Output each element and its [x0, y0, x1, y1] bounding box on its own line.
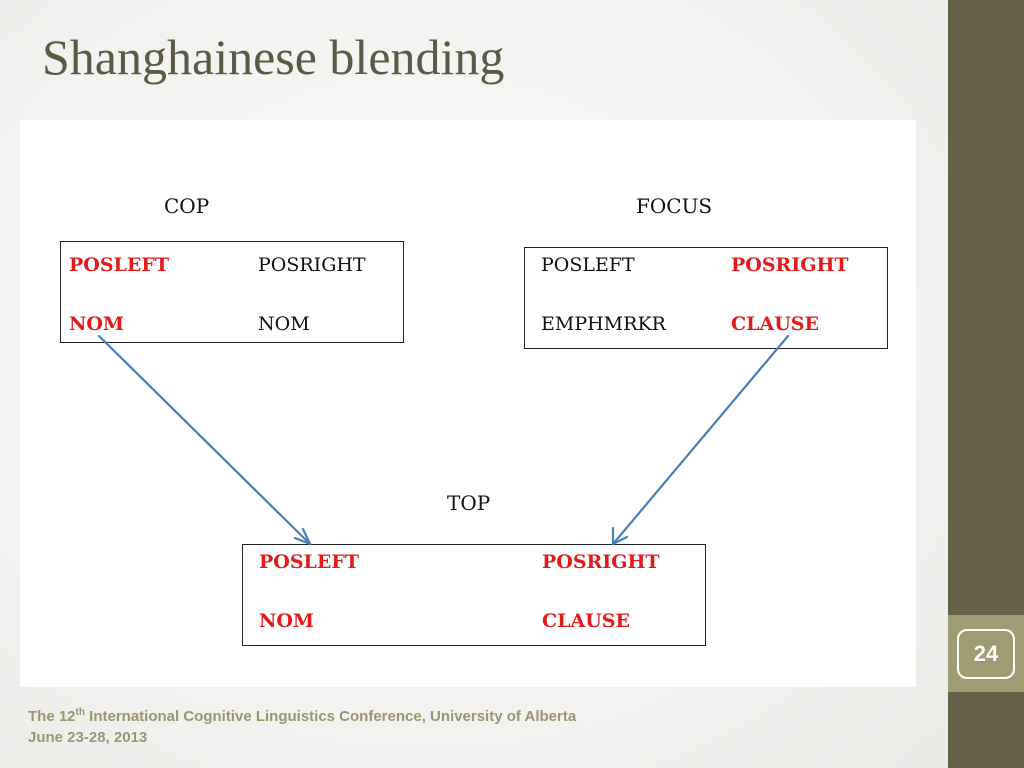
cop-cell-posleft: POSLEFT [69, 254, 170, 276]
cop-cell-posright: POSRIGHT [258, 254, 366, 276]
projection-arrows [97, 334, 790, 546]
top-cell-nom: NOM [259, 610, 314, 632]
blending-diagram: COP POSLEFT POSRIGHT NOM NOM FOCUS POSLE… [20, 120, 916, 687]
cop-cell-nom-left: NOM [69, 313, 124, 335]
footer-superscript: th [75, 707, 85, 718]
footer-line-1: The 12th International Cognitive Linguis… [28, 706, 576, 727]
cop-cell-nom-right: NOM [258, 313, 310, 335]
footer-line-2: June 23-28, 2013 [28, 729, 148, 746]
footer-prefix: The 12 [28, 708, 76, 725]
focus-frame-label: FOCUS [636, 194, 713, 218]
top-frame-label: TOP [447, 491, 491, 515]
focus-cell-posright: POSRIGHT [731, 254, 849, 276]
arrow-cop-nom-to-top [97, 334, 312, 546]
focus-cell-clause: CLAUSE [731, 313, 819, 335]
top-cell-posright: POSRIGHT [542, 551, 660, 573]
cop-frame-box: POSLEFT POSRIGHT NOM NOM [60, 241, 404, 343]
focus-cell-emphmrkr: EMPHMRKR [541, 313, 666, 335]
cop-frame-label: COP [164, 194, 210, 218]
slide-title: Shanghainese blending [42, 29, 505, 85]
top-cell-posleft: POSLEFT [259, 551, 360, 573]
focus-frame-box: POSLEFT POSRIGHT EMPHMRKR CLAUSE [524, 247, 888, 349]
footer-suffix: International Cognitive Linguistics Conf… [84, 708, 577, 725]
conference-footer: The 12th International Cognitive Linguis… [28, 706, 576, 748]
top-frame-box: POSLEFT POSRIGHT NOM CLAUSE [242, 544, 706, 646]
focus-cell-posleft: POSLEFT [541, 254, 635, 276]
page-number-strip [948, 615, 1024, 692]
page-number: 24 [957, 629, 1015, 679]
arrow-focus-clause-to-top [611, 334, 790, 546]
top-cell-clause: CLAUSE [542, 610, 630, 632]
